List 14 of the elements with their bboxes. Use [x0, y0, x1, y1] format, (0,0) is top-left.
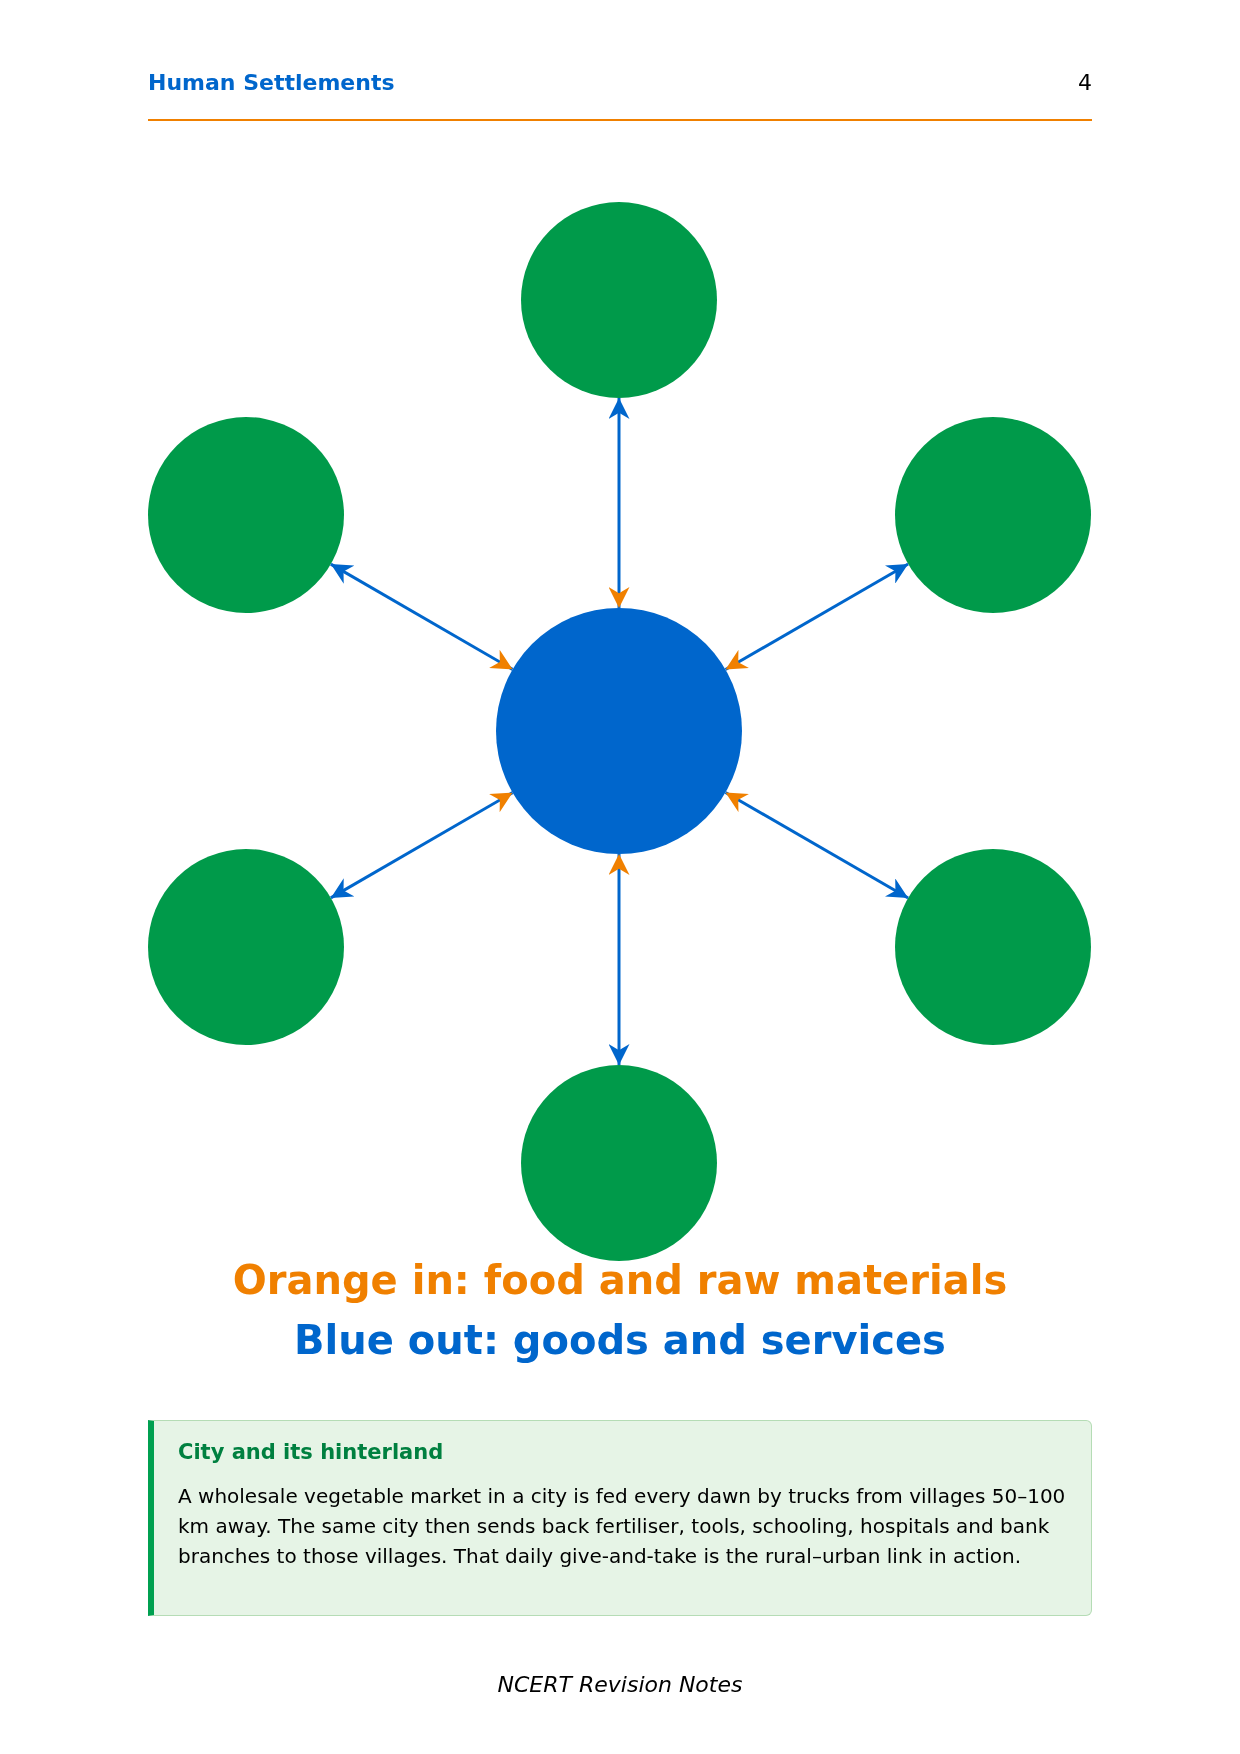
- callout-body: A wholesale vegetable market in a city is fed every dawn by trucks from villages 50–100 km away. The same city then sends back fertiliser, tools, schooling, hospitals and bank branches to those villages. That daily give-and-take is the rural–urban link in action.: [178, 1482, 1067, 1570]
- arrow: [330, 562, 514, 671]
- callout-heading: City and its hinterland: [178, 1439, 445, 1466]
- page-number: 4: [1078, 69, 1092, 97]
- legend-text: Blue out: goods and services: [294, 1316, 946, 1365]
- callout-box: [148, 1420, 1092, 1616]
- arrow: [724, 791, 909, 900]
- arrow: [724, 562, 909, 671]
- arrow: [330, 791, 514, 900]
- header-title: Human Settlements: [148, 69, 395, 97]
- legend-text: Orange in: food and raw materials: [232, 1256, 1008, 1305]
- arrow: [608, 398, 630, 608]
- arrow: [608, 854, 630, 1065]
- footer-text: NCERT Revision Notes: [497, 1671, 743, 1699]
